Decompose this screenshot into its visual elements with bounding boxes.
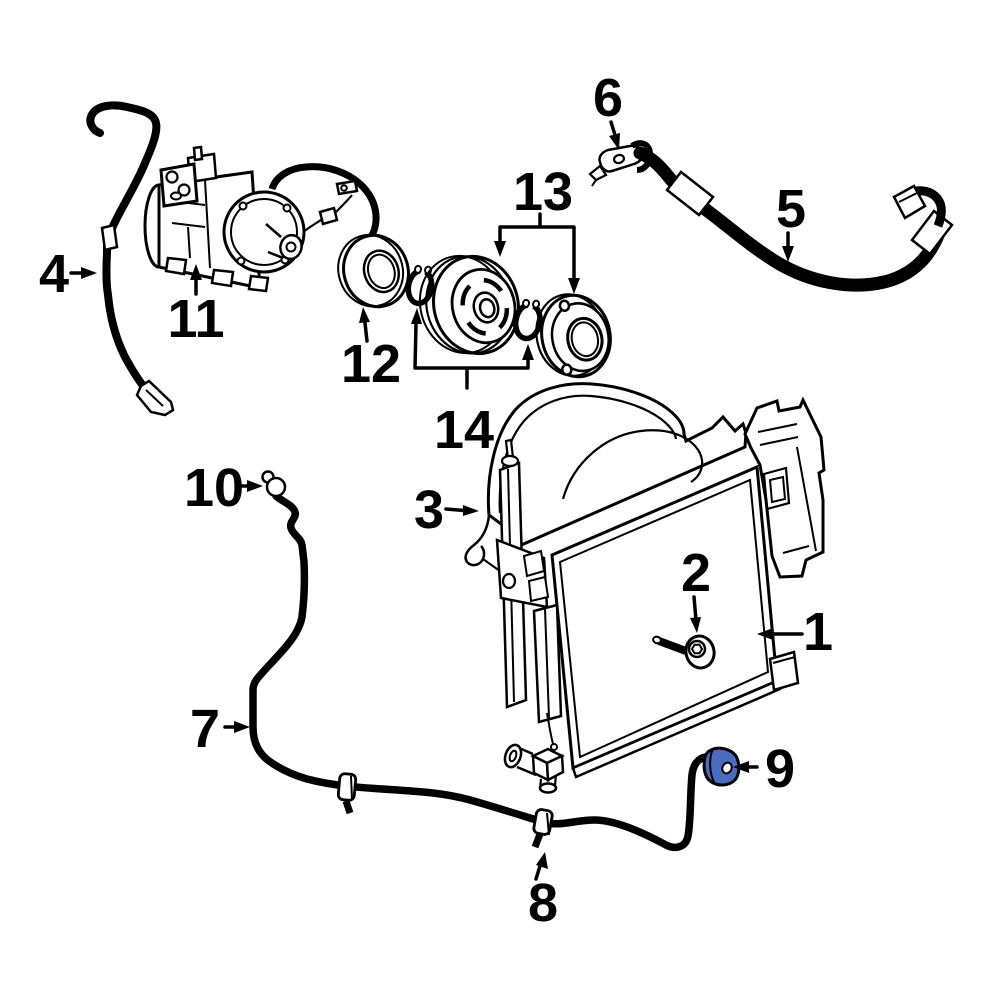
liquid-line-part4 xyxy=(86,101,175,417)
arrow-6 xyxy=(609,133,620,150)
hose-crimp-collar xyxy=(100,223,119,252)
callout-13: 13 xyxy=(513,162,573,222)
callout-6: 6 xyxy=(593,68,623,128)
callout-9: 9 xyxy=(765,739,795,799)
callout-3: 3 xyxy=(414,480,444,540)
arrow-5 xyxy=(782,246,794,262)
screw-part2 xyxy=(652,634,716,670)
line-clamp xyxy=(336,772,358,815)
callout-7: 7 xyxy=(190,699,220,759)
arrow-11 xyxy=(190,264,202,280)
arrow-14b xyxy=(522,344,534,360)
callouts: 1 2 3 4 5 6 7 8 9 10 xyxy=(39,68,833,933)
arrow-13a xyxy=(494,241,506,257)
grommet-hole xyxy=(721,761,733,775)
clutch-pulley-part13 xyxy=(418,254,521,356)
callout-5: 5 xyxy=(776,179,806,239)
callout-12: 12 xyxy=(341,334,401,394)
ac-compressor-part11 xyxy=(143,145,306,293)
arrow-1 xyxy=(757,628,773,640)
hose-bracket-part6 xyxy=(588,144,644,187)
wire-connector xyxy=(318,206,339,226)
arrow-4 xyxy=(81,267,97,279)
callout-1: 1 xyxy=(803,602,833,662)
line-clamp-part8 xyxy=(531,808,554,849)
arrow-12 xyxy=(359,307,370,323)
arrow-8 xyxy=(536,852,548,869)
callout-11: 11 xyxy=(167,289,224,349)
arrow-2 xyxy=(690,617,701,633)
callout-2: 2 xyxy=(681,543,711,603)
compressor-foot xyxy=(210,268,235,288)
clutch-plate-part13 xyxy=(535,293,612,379)
callout-10: 10 xyxy=(184,458,244,518)
arrow-13b xyxy=(568,278,580,294)
condenser-assembly xyxy=(464,382,826,794)
arrow-9 xyxy=(733,761,749,773)
clutch-coil-part12 xyxy=(337,233,410,309)
hose-crimp-fitting xyxy=(665,170,715,217)
callout-8: 8 xyxy=(528,873,558,933)
hose-end-fitting xyxy=(892,184,927,220)
grommet-part9-highlighted xyxy=(702,746,741,787)
suction-line-part7 xyxy=(249,470,718,851)
arrow-3 xyxy=(463,505,479,516)
discharge-hose-part5 xyxy=(630,140,954,292)
compressor-foot xyxy=(247,274,270,293)
arrow-7 xyxy=(234,721,250,733)
hose-crimp-fitting xyxy=(910,209,954,256)
clutch-wire-harness xyxy=(268,163,380,254)
callout-14: 14 xyxy=(434,400,494,460)
arrow-14a xyxy=(411,308,422,324)
compressor-foot xyxy=(164,256,188,276)
callout-4: 4 xyxy=(39,244,69,304)
arrow-10 xyxy=(247,480,263,492)
